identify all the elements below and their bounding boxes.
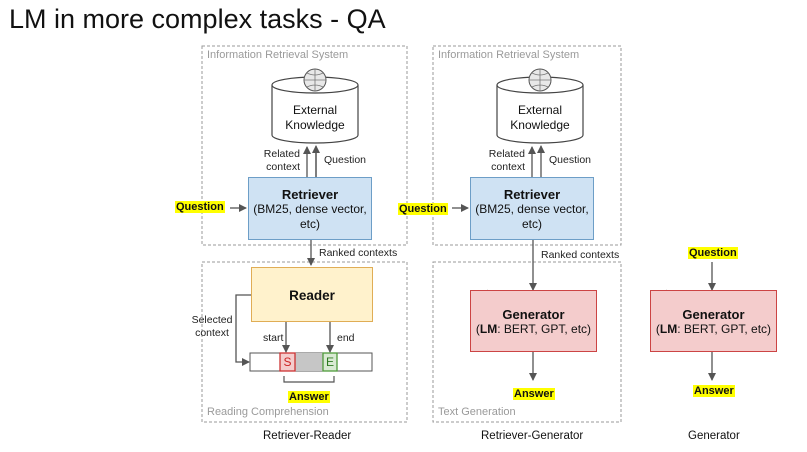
retriever-subtitle: (BM25, dense vector, etc) [253, 202, 367, 231]
page-title: LM in more complex tasks - QA [9, 4, 386, 34]
reader-box: Reader [251, 267, 373, 322]
text-generation-label: Text Generation [438, 406, 516, 418]
related-context-label: Related context [263, 148, 300, 173]
generator-subtitle: (LM: BERT, GPT, etc) [655, 322, 772, 336]
reading-comprehension-label: Reading Comprehension [207, 406, 329, 418]
answer-bracket [283, 376, 335, 383]
span-fill [295, 353, 323, 371]
answer-label-1: Answer [288, 391, 330, 403]
generator-title: Generator [502, 307, 565, 322]
reading-comprehension-box [201, 261, 408, 423]
ranked-contexts-label: Ranked contexts [541, 249, 620, 261]
generator-subtitle: (LM: BERT, GPT, etc) [475, 322, 592, 336]
question-input-label: Question [688, 247, 738, 259]
question-input-label: Question [175, 201, 225, 213]
generator-lm: LM [659, 322, 678, 336]
end-token-label: E [325, 355, 334, 369]
caption-retriever-reader: Retriever-Reader [263, 430, 352, 442]
retriever-title: Retriever [281, 187, 339, 202]
answer-label-3: Answer [693, 385, 735, 397]
external-knowledge-db-1 [271, 76, 359, 144]
ir-system-label: Information Retrieval System [207, 49, 349, 61]
selected-context-label: Selected context [191, 314, 233, 339]
end-token [322, 352, 338, 372]
external-knowledge-label: External Knowledge [510, 103, 570, 132]
generator-box: Generator (LM: BERT, GPT, etc) [470, 290, 597, 352]
wikipedia-globe-icon [528, 68, 552, 92]
start-label: start [263, 332, 284, 344]
ir-system-box-1 [201, 45, 408, 246]
question-arrow-label: Question [549, 154, 592, 166]
end-label: end [337, 332, 355, 344]
question-input-label: Question [398, 203, 448, 215]
caption-retriever-generator: Retriever-Generator [481, 430, 584, 442]
retriever-title: Retriever [503, 187, 561, 202]
ranked-contexts-label: Ranked contexts [319, 247, 398, 259]
generator-rest: : BERT, GPT, etc) [677, 322, 772, 336]
start-token-label: S [283, 355, 292, 369]
wikipedia-globe-icon [303, 68, 327, 92]
generator-box: Generator (LM: BERT, GPT, etc) [650, 290, 777, 352]
generator-rest: : BERT, GPT, etc) [497, 322, 592, 336]
external-knowledge-label: External Knowledge [285, 103, 345, 132]
retriever-box: Retriever (BM25, dense vector, etc) [248, 177, 372, 240]
text-generation-box [432, 261, 622, 423]
arrow-selected-context [235, 294, 251, 366]
retriever-subtitle: (BM25, dense vector, etc) [475, 202, 589, 231]
caption-generator: Generator [688, 430, 740, 442]
related-context-label: Related context [488, 148, 525, 173]
answer-label-2: Answer [513, 388, 555, 400]
generator-title: Generator [682, 307, 745, 322]
ir-system-box-2 [432, 45, 622, 246]
retriever-box: Retriever (BM25, dense vector, etc) [470, 177, 594, 240]
start-token [279, 352, 296, 372]
ir-system-label: Information Retrieval System [438, 49, 580, 61]
generator-lm: LM [479, 322, 498, 336]
question-arrow-label: Question [324, 154, 367, 166]
